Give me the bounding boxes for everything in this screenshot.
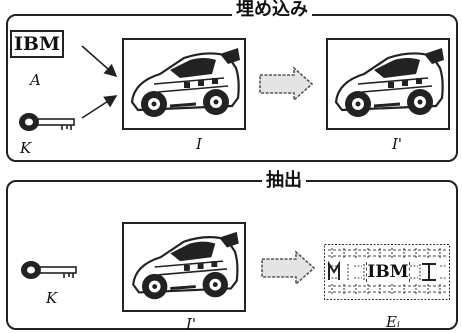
label-k-embed: K	[20, 139, 32, 157]
label-i-prime-extract: I'	[186, 315, 197, 333]
car-illustration	[334, 48, 444, 117]
car-image-input	[122, 222, 246, 312]
label-i: I	[196, 135, 202, 153]
car-image-original	[122, 38, 246, 130]
key-icon	[19, 113, 75, 131]
extract-title: 抽出	[262, 171, 306, 191]
ibm-logo-box: IBM	[10, 30, 64, 58]
logo-text: IBM	[14, 33, 60, 55]
label-i-prime: I'	[392, 135, 403, 153]
label-e: Eᵢ	[386, 313, 400, 331]
label-k-extract: K	[46, 289, 58, 307]
extracted-logo-text: IBM	[366, 262, 410, 282]
block-arrow-icon	[259, 66, 314, 102]
car-image-watermarked	[326, 38, 450, 130]
extracted-watermark: IBM	[324, 244, 450, 300]
embed-title: 埋め込み	[232, 0, 312, 20]
car-illustration	[130, 48, 240, 117]
block-arrow-icon	[261, 250, 316, 286]
car-illustration	[132, 231, 239, 300]
key-icon	[21, 261, 77, 279]
label-a: A	[30, 71, 41, 89]
